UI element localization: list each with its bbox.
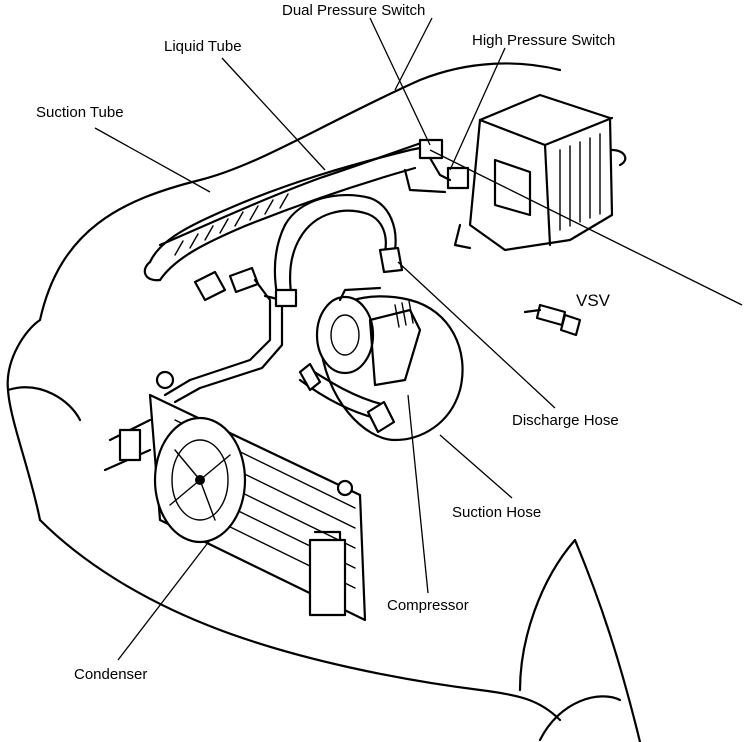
leader-dual-pressure-switch-2 bbox=[394, 17, 433, 91]
label-vsv: VSV bbox=[576, 291, 611, 310]
condenser bbox=[103, 370, 367, 622]
evaporator-unit bbox=[453, 93, 627, 252]
discharge-hose bbox=[273, 193, 404, 308]
label-high-pressure-switch: High Pressure Switch bbox=[472, 32, 616, 49]
compressor bbox=[315, 286, 464, 442]
label-liquid-tube: Liquid Tube bbox=[164, 38, 242, 55]
pressure-switches bbox=[403, 138, 470, 194]
leader-liquid-tube bbox=[221, 57, 326, 171]
label-compressor: Compressor bbox=[387, 597, 469, 614]
car-body-outline bbox=[6, 62, 642, 742]
vsv-component bbox=[523, 303, 582, 337]
leader-suction-tube bbox=[94, 127, 211, 193]
leader-compressor bbox=[407, 394, 429, 594]
suction-tube bbox=[143, 148, 417, 302]
label-discharge-hose: Discharge Hose bbox=[512, 412, 619, 429]
label-suction-tube: Suction Tube bbox=[36, 104, 124, 121]
leader-high-pressure-switch bbox=[449, 47, 506, 171]
suction-hose bbox=[298, 362, 396, 434]
label-condenser: Condenser bbox=[74, 666, 148, 683]
leader-discharge-hose bbox=[397, 261, 556, 409]
leader-suction-hose bbox=[439, 434, 513, 499]
leader-lines bbox=[94, 17, 743, 661]
leader-vsv bbox=[429, 149, 743, 306]
label-suction-hose: Suction Hose bbox=[452, 504, 542, 521]
label-dual-pressure-switch: Dual Pressure Switch bbox=[282, 2, 426, 19]
leader-condenser bbox=[117, 539, 211, 661]
